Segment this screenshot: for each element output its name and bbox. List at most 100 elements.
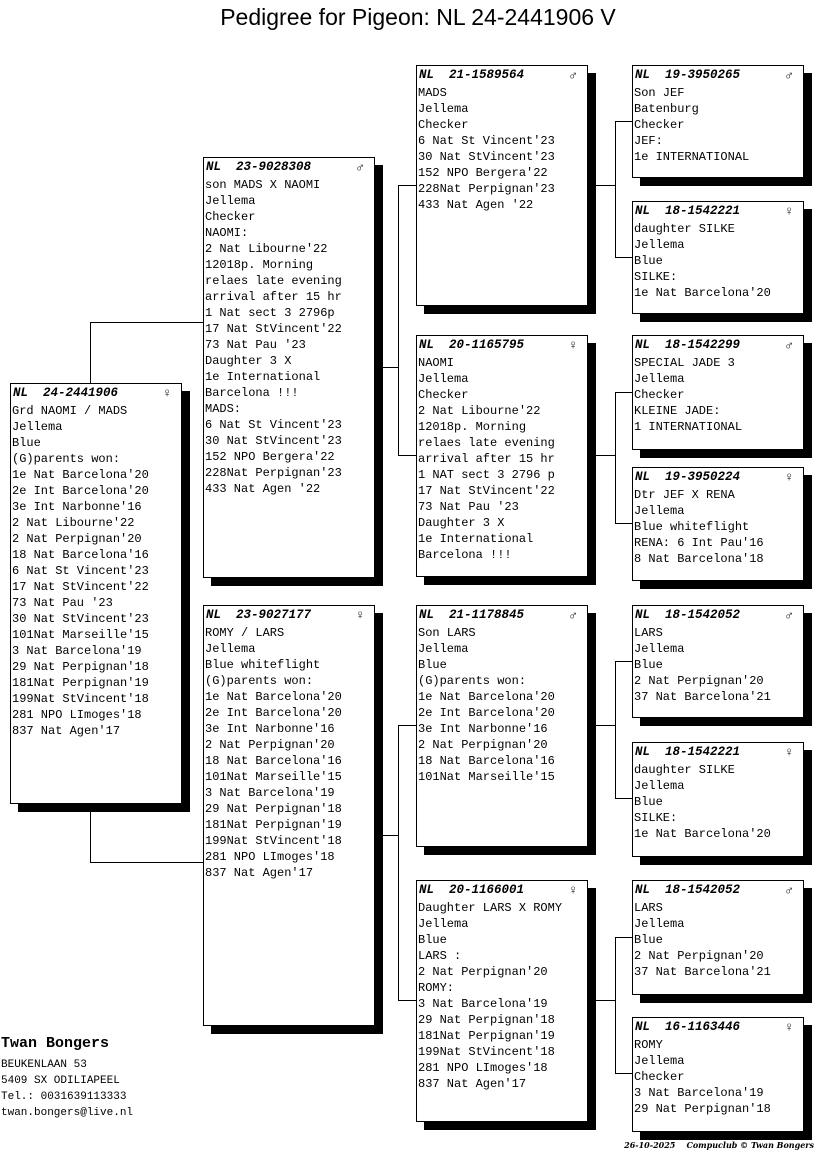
owner-city: 5409 SX ODILIAPEEL: [1, 1075, 120, 1087]
pigeon-info-line: 2 Nat Perpignan'20: [418, 738, 548, 752]
pigeon-info-line: 281 NPO LImoges'18: [12, 708, 142, 722]
pigeon-info-line: 1 Nat sect 3 2796p: [205, 306, 335, 320]
pigeon-info-line: 2 Nat Perpignan'20: [634, 674, 764, 688]
pigeon-info-line: Checker: [634, 118, 685, 132]
pigeon-info-line: 73 Nat Pau '23: [418, 500, 519, 514]
pigeon-info-line: Blue: [634, 933, 663, 947]
ring-number-header: NL 21-1589564♂: [417, 66, 587, 85]
ring-number: NL 21-1178845: [419, 608, 525, 622]
pigeon-info-line: Jellema: [634, 238, 685, 252]
ring-number: NL 20-1166001: [419, 883, 525, 897]
male-icon: ♂: [785, 68, 793, 83]
pigeon-info-line: Jellema: [12, 420, 63, 434]
credit: Compuclub © Twan Bongers: [686, 1140, 814, 1150]
ring-number-header: NL 19-3950265 ♂: [633, 66, 803, 85]
pigeon-info-line: Checker: [634, 1070, 685, 1084]
connector: [589, 1000, 615, 1001]
male-icon: ♂: [569, 608, 577, 623]
pigeon-info-line: Dtr JEF X RENA: [634, 488, 735, 502]
pigeon-info-line: 1e Nat Barcelona'20: [418, 690, 555, 704]
pigeon-info-line: ROMY:: [418, 981, 455, 995]
pigeon-info-line: 199Nat StVincent'18: [12, 692, 149, 706]
pigeon-info-line: 837 Nat Agen'17: [205, 866, 314, 880]
pigeon-info-line: 3 Nat Barcelona'19: [418, 997, 548, 1011]
pigeon-info-line: 12018p. Morning: [205, 258, 314, 272]
print-date: 26-10-2025: [624, 1140, 676, 1150]
pigeon-info-line: JEF:: [634, 134, 663, 148]
ring-number: NL 19-3950265: [635, 68, 741, 82]
ring-number-header: NL 19-3950224♀: [633, 468, 803, 487]
connector: [615, 798, 632, 799]
pigeon-info-line: 433 Nat Agen '22: [418, 198, 534, 212]
pigeon-info-line: 73 Nat Pau '23: [12, 596, 113, 610]
pigeon-info-line: 1e INTERNATIONAL: [634, 150, 750, 164]
ring-number-header: NL 23-9027177♀: [204, 606, 374, 625]
connector: [90, 803, 91, 863]
pigeon-info-line: Barcelona !!!: [205, 386, 299, 400]
female-icon: ♀: [569, 338, 577, 353]
pigeon-info-line: 228Nat Perpignan'23: [205, 466, 342, 480]
pigeon-info-line: 17 Nat StVincent'22: [418, 484, 555, 498]
pigeon-info-line: 1e Nat Barcelona'20: [634, 286, 771, 300]
pigeon-info-line: Jellema: [634, 372, 685, 386]
pigeon-info-line: arrival after 15 hr: [205, 290, 342, 304]
pigeon-info-line: 18 Nat Barcelona'16: [12, 548, 149, 562]
pigeon-info-line: 29 Nat Perpignan'18: [634, 1102, 771, 1116]
pigeon-info-line: relaes late evening: [205, 274, 342, 288]
connector: [615, 661, 616, 799]
connector: [398, 185, 399, 456]
pigeon-info-line: Blue: [418, 933, 447, 947]
pigeon-info-line: 181Nat Perpignan'19: [205, 818, 342, 832]
pigeon-info-line: Jellema: [634, 779, 685, 793]
female-icon: ♀: [785, 204, 793, 219]
connector: [589, 725, 615, 726]
pigeon-info-line: 228Nat Perpignan'23: [418, 182, 555, 196]
pigeon-info-line: 1e Nat Barcelona'20: [12, 468, 149, 482]
pigeon-info-line: Blue: [634, 254, 663, 268]
owner-email: twan.bongers@live.nl: [1, 1107, 134, 1119]
pigeon-info-line: Barcelona !!!: [418, 548, 512, 562]
pigeon-info-line: arrival after 15 hr: [418, 452, 555, 466]
pigeon-info-line: Jellema: [418, 917, 469, 931]
footer: 26-10-2025 Compuclub © Twan Bongers: [624, 1140, 814, 1150]
connector: [615, 121, 616, 258]
male-icon: ♂: [569, 68, 577, 83]
female-icon: ♀: [569, 883, 577, 898]
pigeon-info-line: Grd NAOMI / MADS: [12, 404, 128, 418]
pigeon-info-line: daughter SILKE: [634, 763, 735, 777]
pigeon-info-line: 199Nat StVincent'18: [418, 1045, 555, 1059]
page-title: Pedigree for Pigeon: NL 24-2441906 V: [220, 4, 616, 30]
male-icon: ♂: [356, 160, 364, 175]
connector: [615, 257, 632, 258]
pigeon-info-line: 6 Nat St Vincent'23: [205, 418, 342, 432]
male-icon: ♂: [785, 883, 793, 898]
pigeon-info-line: 17 Nat StVincent'22: [12, 580, 149, 594]
pigeon-info-line: 2e Int Barcelona'20: [205, 706, 342, 720]
pigeon-info-line: Checker: [205, 210, 256, 224]
pigeon-info-line: 30 Nat StVincent'23: [12, 612, 149, 626]
pigeon-info-line: 8 Nat Barcelona'18: [634, 552, 764, 566]
pigeon-info-line: (G)parents won:: [418, 674, 527, 688]
pigeon-info-line: 2 Nat Perpignan'20: [205, 738, 335, 752]
pigeon-info-line: Jellema: [634, 917, 685, 931]
pigeon-info-line: Checker: [418, 118, 469, 132]
ring-number: NL 18-1542221: [635, 745, 741, 759]
pigeon-info-line: Blue: [634, 795, 663, 809]
pigeon-info-line: NAOMI:: [205, 226, 249, 240]
pigeon-info-line: MADS:: [205, 402, 242, 416]
